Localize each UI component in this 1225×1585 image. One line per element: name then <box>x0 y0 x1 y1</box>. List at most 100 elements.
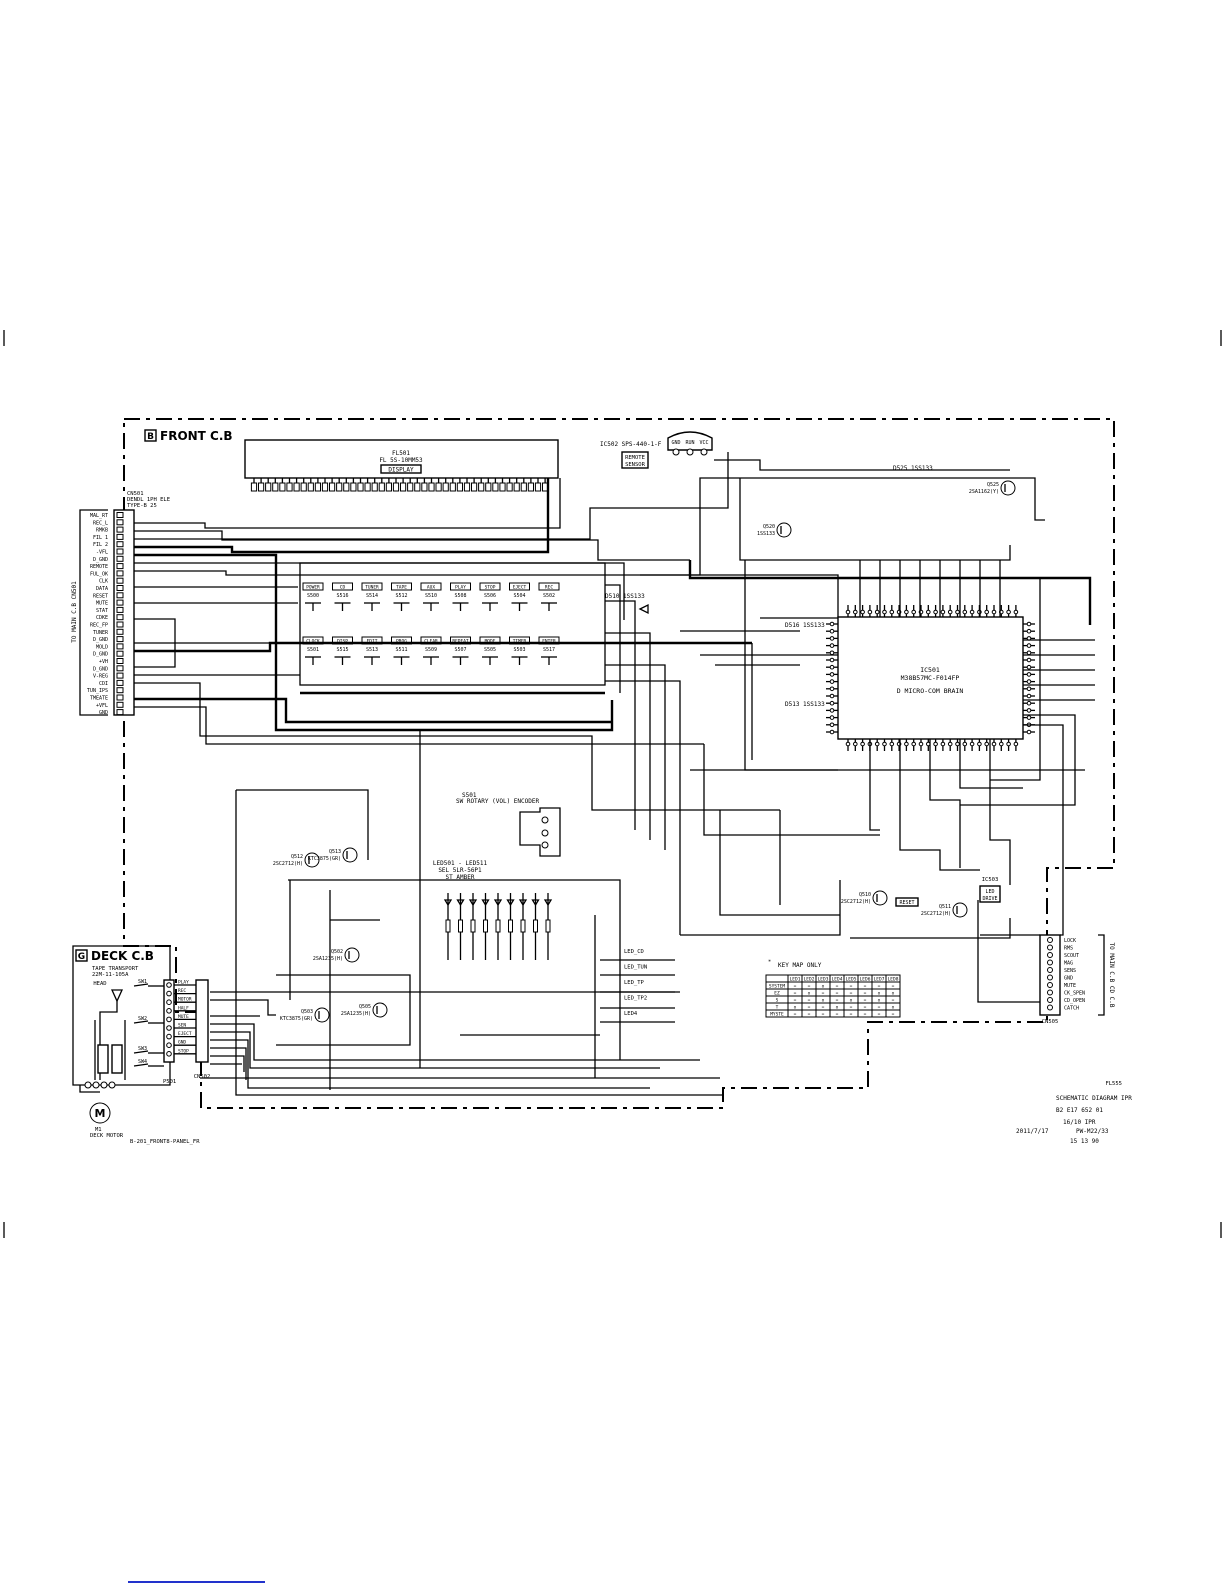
fl-pin <box>478 482 485 492</box>
key-map-cell-text: o <box>850 998 853 1003</box>
ic-pin-right-dot <box>1026 650 1032 656</box>
fl-pin <box>414 482 421 492</box>
ic-pin-bottom-dot <box>1006 741 1011 747</box>
deck-pin-label: EJECT <box>178 1031 192 1037</box>
key-label: PLAY <box>455 585 466 591</box>
motor-symbol: M <box>95 1107 106 1120</box>
cn501-pin <box>116 687 124 694</box>
key-map-cell-text: = <box>794 991 797 996</box>
ic-pin-bottom-dot <box>853 741 858 747</box>
led-group-label-3: ST AMBER <box>446 874 475 881</box>
key-label: CLEAR <box>424 639 438 645</box>
cn501-pin <box>116 621 124 628</box>
remote-sensor-pin-2: RUN <box>685 440 694 446</box>
cn501-pin <box>116 599 124 606</box>
transistor-ref: Q525 <box>987 482 999 488</box>
transistor-part: 1SS133 <box>757 531 775 537</box>
key-map-cell-text: = <box>864 1012 867 1017</box>
key-ref: S510 <box>425 593 437 599</box>
led-drive-label-2: DRIVE <box>982 896 997 902</box>
deck-pin <box>166 1008 172 1014</box>
key-map-cell-text: = <box>850 1005 853 1010</box>
key-map-cell-text: S <box>776 997 779 1003</box>
fl-pin <box>357 482 364 492</box>
connector-cn501: CN501 DENDL 1PH ELE TYPE-B 25 MAL_RTREC_… <box>71 491 170 716</box>
key-map-cell-text: = <box>808 998 811 1003</box>
key-map-cell-text: = <box>892 984 895 989</box>
file-name: B-201_FRONT8-PANEL_FR <box>130 1139 200 1145</box>
key-map-cell-text: = <box>836 984 839 989</box>
key-label-box <box>509 582 530 591</box>
key-label: TIMER <box>513 639 527 645</box>
deck-switch-label: SW3 <box>138 1046 147 1052</box>
ic-pin-right-dot <box>1026 679 1032 684</box>
fl-pin <box>378 482 385 492</box>
ic-pin-bottom-dot <box>969 741 975 747</box>
led-line-label: LED_TP <box>624 980 645 986</box>
ic-pin-top-dot <box>962 609 968 615</box>
key-map-cell-text: MYSTE <box>770 1011 784 1017</box>
transistor-part: 2SA1162(Y) <box>969 489 999 495</box>
key-map-cell-text: = <box>808 984 811 989</box>
key-ref: S507 <box>454 647 466 653</box>
key-label: EDIT <box>367 639 378 645</box>
deck-cn502: CN502 <box>194 1074 211 1080</box>
cn501-pin <box>116 592 124 599</box>
cn505-pin <box>1047 982 1053 988</box>
ic-pin-top-dot <box>845 609 851 615</box>
key-map-cell-text: = <box>836 991 839 996</box>
title-nums: 15 13 90 <box>1070 1138 1099 1145</box>
ic-pin-left-dot <box>829 628 835 634</box>
cn501-pin <box>116 701 124 708</box>
ic-pin-bottom-dot <box>904 741 909 747</box>
cn501-pin <box>116 628 124 635</box>
key-map-mark: ✳ <box>768 958 771 964</box>
ic-pin-left-dot <box>829 715 835 720</box>
title-line-2: B2 E17 652 01 <box>1056 1107 1103 1114</box>
key-map-cell-text: EZ <box>774 990 780 996</box>
ic-pin-right-dot <box>1026 664 1032 670</box>
ic-pin-right-dot <box>1026 621 1032 627</box>
transistor-ref: Q503 <box>301 1009 313 1015</box>
cn505-pin-label: SENS <box>1064 968 1076 974</box>
key-map-cell-text: = <box>794 1012 797 1017</box>
key-ref: S517 <box>543 647 555 653</box>
key-map-cell <box>765 974 789 983</box>
key-map-cell-text: LED8 <box>888 976 899 982</box>
key-label: CLOCK <box>306 639 320 645</box>
key-ref: S502 <box>543 593 555 599</box>
ic-pin-left-dot <box>829 621 835 627</box>
fl-pin <box>329 482 336 492</box>
ic-pin-top-dot <box>867 609 873 615</box>
ic-pin-left-dot <box>829 729 835 735</box>
motor-ref: M1 <box>95 1127 102 1133</box>
key-label: STOP <box>485 585 496 591</box>
cn501-pin-label: D_GND <box>93 666 108 672</box>
key-map-cell-text: o <box>878 991 881 996</box>
led-resistor <box>508 919 513 933</box>
transistor-ref: Q511 <box>939 904 951 910</box>
fl-pin <box>314 482 321 492</box>
led-line-label: LED4 <box>624 1011 638 1017</box>
deck-switch-label: SW2 <box>138 1016 147 1022</box>
key-ref: S505 <box>484 647 496 653</box>
cn505-pin-label: CATCH <box>1064 1006 1079 1012</box>
fl-pin <box>407 482 414 492</box>
ic-pin-top-dot <box>984 609 990 615</box>
cn505-pin-label: MUTE <box>1064 983 1076 989</box>
main-ic-note: D MICRO-COM BRAIN <box>897 687 964 695</box>
transistor-part: 2SC2712(H) <box>273 861 303 867</box>
fl-pin <box>385 482 392 492</box>
fl-pin <box>513 482 520 492</box>
main-ic-pins <box>826 605 1035 751</box>
fl-pin <box>449 482 456 492</box>
ic-pin-bottom-dot <box>991 741 997 747</box>
title-line-3: 16/10 IPR <box>1063 1119 1096 1126</box>
cn505-pin-label: CK_SPEN <box>1064 991 1085 997</box>
wiring <box>134 452 1095 1096</box>
key-map-cell-text: o <box>822 984 825 989</box>
deck-pin-label: MOTOR <box>178 997 192 1003</box>
transistors: Q5122SC2712(H)Q513KTC3875(GR)Q5022SA1235… <box>273 480 1016 1023</box>
